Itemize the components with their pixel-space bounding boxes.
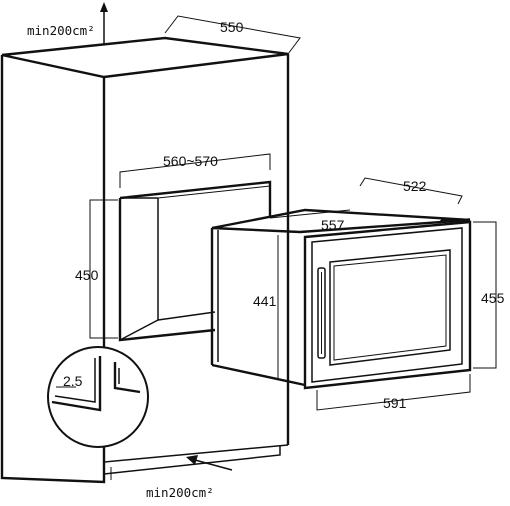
appliance-glass-inner [333, 254, 447, 361]
appliance [210, 208, 472, 390]
bottom-vent-arrow-shaft [194, 459, 233, 471]
cabinet-top-face [1, 36, 289, 79]
niche-inner-back [157, 198, 216, 321]
detail-panel-inner [54, 358, 96, 403]
dim-label-441: 441 [253, 293, 277, 309]
ventilation-arrows [100, 2, 233, 471]
niche-top-right [119, 180, 272, 216]
cabinet-niche [118, 180, 272, 342]
cabinet-base-front [103, 444, 289, 482]
detail-panel-edge [51, 356, 102, 412]
appliance-bottom-edge [211, 363, 306, 387]
dim-line-455 [473, 221, 497, 369]
appliance-door [303, 220, 472, 390]
niche-back-top [157, 185, 271, 199]
appliance-handle [317, 267, 326, 359]
dim-label-522: 522 [403, 178, 427, 194]
niche-inner-floor [119, 319, 159, 341]
appliance-door-inner [311, 227, 463, 383]
dim-line-450 [89, 199, 118, 339]
dim-label-560-570: 560~570 [163, 153, 218, 169]
dim-label-550: 550 [220, 19, 244, 35]
cabinet-plinth [103, 445, 281, 475]
dim-label-2-5: 2.5 [63, 373, 83, 389]
dim-label-455: 455 [481, 290, 505, 306]
appliance-top-face [211, 208, 471, 234]
dimension-lines [89, 15, 497, 411]
bottom-vent-arrow-head [186, 455, 198, 465]
dim-line-522 [359, 177, 463, 205]
appliance-glass [329, 249, 451, 366]
top-vent-label: min200cm² [27, 23, 95, 38]
cabinet-left-face [0, 55, 106, 484]
detail-magnifier [47, 346, 149, 448]
detail-appliance-edge [113, 362, 141, 394]
dim-line-560-570 [119, 153, 271, 188]
dim-line-550 [164, 15, 301, 55]
dim-label-450: 450 [75, 267, 99, 283]
top-vent-arrow-head [100, 2, 108, 12]
detail-circle [47, 346, 149, 448]
dim-line-591 [316, 374, 471, 411]
dim-label-557: 557 [321, 217, 345, 233]
dim-line-557 [269, 209, 351, 219]
dim-label-591: 591 [383, 395, 407, 411]
bottom-vent-label: min200cm² [146, 485, 214, 500]
appliance-top-hinge [441, 218, 450, 222]
